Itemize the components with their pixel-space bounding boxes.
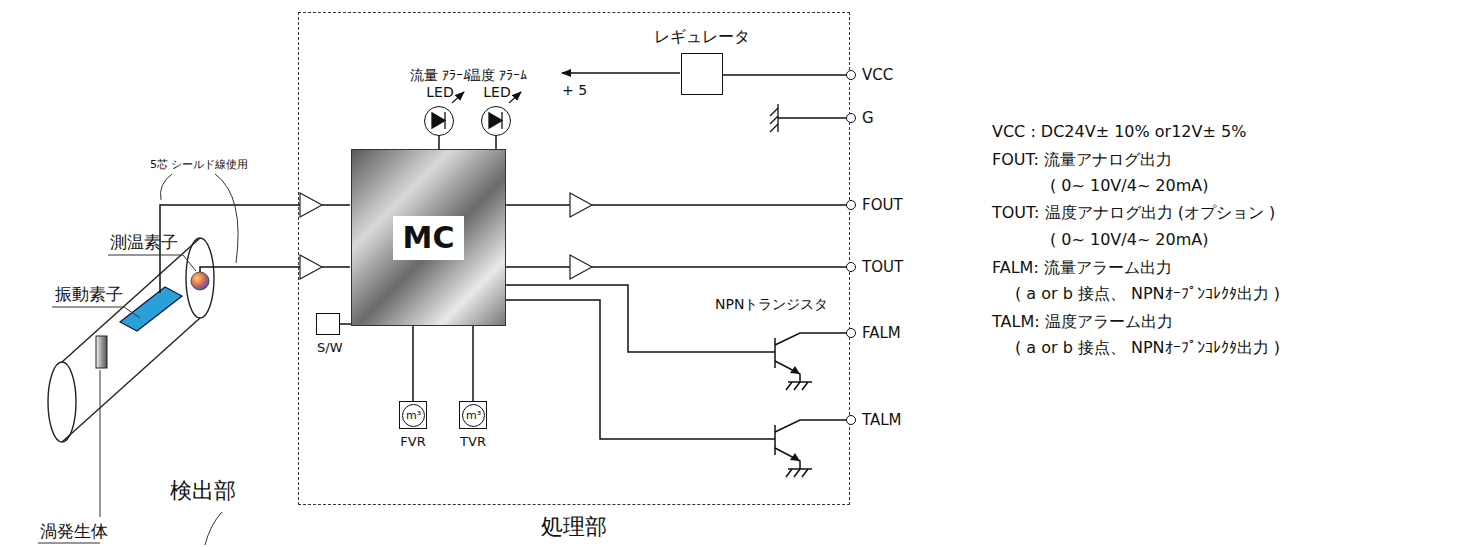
terminal: VCC: [846, 70, 856, 80]
part-name: 測温素子: [110, 232, 178, 252]
wire: [412, 326, 414, 401]
terminal: TOUT: [846, 262, 856, 272]
switch-label: S/W: [317, 340, 343, 356]
wire: [506, 204, 846, 206]
switch-box: S/W: [316, 313, 340, 335]
leader-line: [38, 174, 238, 545]
wire: [723, 74, 846, 76]
ground-symbol: [770, 104, 846, 132]
terminal-name: VCC: [862, 66, 893, 84]
wire: [340, 323, 351, 325]
spec-note: VCC : DC24V± 10% or12V± 5%: [992, 122, 1246, 141]
cable-note: 5芯 シールド線使用: [150, 158, 249, 171]
terminal-name: FOUT: [862, 196, 903, 214]
spec-note: ( a or b 接点、 NPNｵｰﾌﾟﾝｺﾚｸﾀ出力 ): [1015, 284, 1280, 303]
wire: [472, 326, 474, 401]
part-name: 渦発生体: [40, 521, 108, 541]
volume-box: m³FVR: [399, 401, 427, 429]
regulator-label: レギュレータ: [654, 27, 750, 46]
spec-note: ( a or b 接点、 NPNｵｰﾌﾟﾝｺﾚｸﾀ出力 ): [1015, 338, 1280, 357]
section-name: 検出部: [170, 478, 236, 504]
mc-chip: MC: [351, 149, 506, 326]
part-name: NPNトランジスタ: [715, 296, 828, 313]
spec-note: ( 0~ 10V/4~ 20mA): [1050, 230, 1209, 249]
spec-note: TALM: 温度アラーム出力: [992, 312, 1173, 331]
chip-name: MC: [403, 220, 455, 255]
spec-note: FALM: 流量アラーム出力: [992, 258, 1172, 277]
voltage-label: + 5: [562, 82, 587, 99]
supply-arrow: [562, 72, 680, 74]
led-label: 温度 ｱﾗｰﾑ LED: [457, 67, 537, 101]
terminal: FALM: [846, 328, 856, 338]
terminal-name: TALM: [862, 411, 902, 429]
volume-label: TVR: [460, 434, 486, 450]
volume-label: FVR: [400, 434, 425, 450]
vortex-generator: [96, 336, 107, 368]
wire: [495, 136, 497, 149]
temperature-element: [191, 272, 209, 290]
terminal: TALM: [846, 415, 856, 425]
wire: [506, 266, 846, 268]
region-title: 処理部: [541, 514, 607, 540]
pipe: [48, 238, 214, 442]
wire: [438, 136, 440, 149]
part-name: 振動素子: [55, 284, 123, 304]
terminal: FOUT: [846, 200, 856, 210]
volume-box: m³TVR: [459, 401, 487, 429]
regulator-box: レギュレータ: [681, 53, 723, 95]
sensor-wire: [160, 205, 350, 293]
volume-dial: m³: [402, 404, 425, 427]
terminal-name: G: [862, 109, 874, 127]
vibration-element: [120, 287, 182, 331]
spec-note: FOUT: 流量アナログ出力: [992, 150, 1172, 169]
unit-mark: m³: [466, 409, 481, 422]
spec-note: TOUT: 温度アナログ出力 (オプション ): [992, 203, 1275, 222]
chip-face: MC: [393, 216, 465, 260]
volume-dial: m³: [462, 404, 485, 427]
led-indicator: 流量 ｱﾗｰﾑ LED: [424, 106, 454, 136]
npn-transistor: [775, 333, 846, 477]
terminal-name: TOUT: [862, 258, 903, 276]
emitter-arrow: [790, 453, 800, 461]
led-indicator: 温度 ｱﾗｰﾑ LED: [481, 106, 511, 136]
unit-mark: m³: [406, 409, 421, 422]
spec-note: ( 0~ 10V/4~ 20mA): [1050, 176, 1209, 195]
led-symbol: [432, 112, 502, 129]
terminal: G: [846, 113, 856, 123]
terminal-name: FALM: [862, 324, 901, 342]
emitter-arrow: [790, 366, 800, 374]
